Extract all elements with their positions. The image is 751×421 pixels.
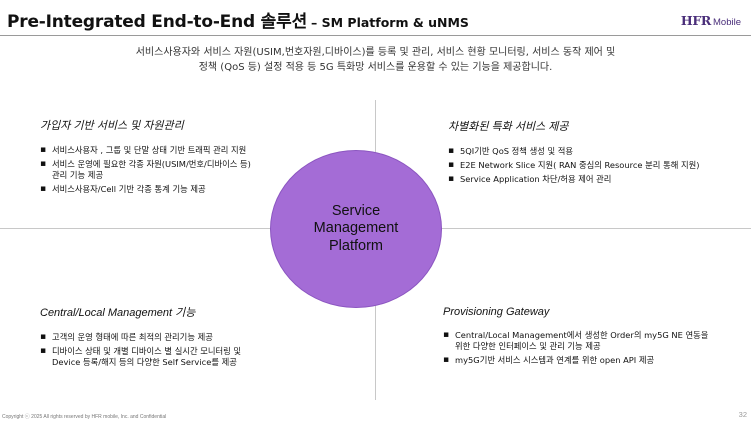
list-item: Service Application 차단/허용 제어 관리	[448, 174, 738, 185]
page-number: 32	[738, 410, 747, 419]
quadrant-title: 차별화된 특화 서비스 제공	[448, 121, 569, 133]
center-label-line-2: Management	[313, 220, 399, 237]
quadrant-bottom-right: Provisioning Gateway Central/Local Manag…	[443, 306, 743, 369]
feature-list: Central/Local Management에서 생성한 Order의 my…	[443, 330, 743, 366]
list-item: 5QI기반 QoS 정책 생성 및 적용	[448, 146, 738, 157]
list-item: 고객의 운영 형태에 따른 최적의 관리기능 제공	[40, 332, 280, 343]
slide-title: Pre-Integrated End-to-End 솔루션– SM Platfo…	[7, 7, 469, 32]
intro-line-2: 정책 (QoS 등) 설정 적용 등 5G 특화망 서비스를 운용할 수 있는 …	[198, 62, 553, 73]
quadrant-title: Central/Local Management 기능	[40, 307, 196, 319]
title-main: Pre-Integrated End-to-End 솔루션	[7, 12, 308, 32]
list-item: E2E Network Slice 지원( RAN 중심의 Resource 분…	[448, 160, 738, 171]
center-label: Service Management Platform	[314, 203, 399, 256]
intro-line-1: 서비스사용자와 서비스 자원(USIM,번호자원,디바이스)를 등록 및 관리,…	[135, 47, 616, 58]
center-label-line-3: Platform	[328, 237, 383, 254]
feature-list: 5QI기반 QoS 정책 생성 및 적용 E2E Network Slice 지…	[448, 146, 738, 185]
center-label-line-1: Service	[331, 202, 381, 219]
feature-list: 고객의 운영 형태에 따른 최적의 관리기능 제공 디바이스 상태 및 개별 디…	[40, 332, 280, 368]
logo-text: HFR	[680, 13, 711, 28]
intro-text: 서비스사용자와 서비스 자원(USIM,번호자원,디바이스)를 등록 및 관리,…	[30, 45, 721, 75]
quadrant-top-right: 차별화된 특화 서비스 제공 5QI기반 QoS 정책 생성 및 적용 E2E …	[448, 118, 738, 188]
list-item: 서비스사용자/Cell 기반 각종 통계 기능 제공	[40, 184, 280, 195]
center-circle: Service Management Platform	[270, 150, 442, 308]
logo-subtext: Mobile	[713, 17, 741, 28]
title-sub: – SM Platform & uNMS	[311, 15, 469, 30]
list-item: 서비스사용자 , 그룹 및 단말 상태 기반 트래픽 관리 지원	[40, 145, 280, 156]
list-item: 서비스 운영에 필요한 각종 자원(USIM/번호/디바이스 등) 관리 기능 …	[40, 159, 280, 181]
list-item: Central/Local Management에서 생성한 Order의 my…	[443, 330, 743, 352]
quadrant-top-left: 가입자 기반 서비스 및 자원관리 서비스사용자 , 그룹 및 단말 상태 기반…	[40, 117, 280, 198]
copyright-footer: Copyright ⓒ 2025 All rights reserved by …	[2, 414, 167, 420]
list-item: my5G기반 서비스 시스템과 연계를 위한 open API 제공	[443, 355, 743, 366]
quadrant-bottom-left: Central/Local Management 기능 고객의 운영 형태에 따…	[40, 304, 280, 371]
feature-list: 서비스사용자 , 그룹 및 단말 상태 기반 트래픽 관리 지원 서비스 운영에…	[40, 145, 280, 195]
quadrant-title: 가입자 기반 서비스 및 자원관리	[40, 120, 184, 132]
list-item: 디바이스 상태 및 개별 디바이스 별 실시간 모니터링 및 Device 등록…	[40, 346, 280, 368]
quadrant-title: Provisioning Gateway	[443, 306, 550, 318]
title-divider	[0, 35, 751, 36]
